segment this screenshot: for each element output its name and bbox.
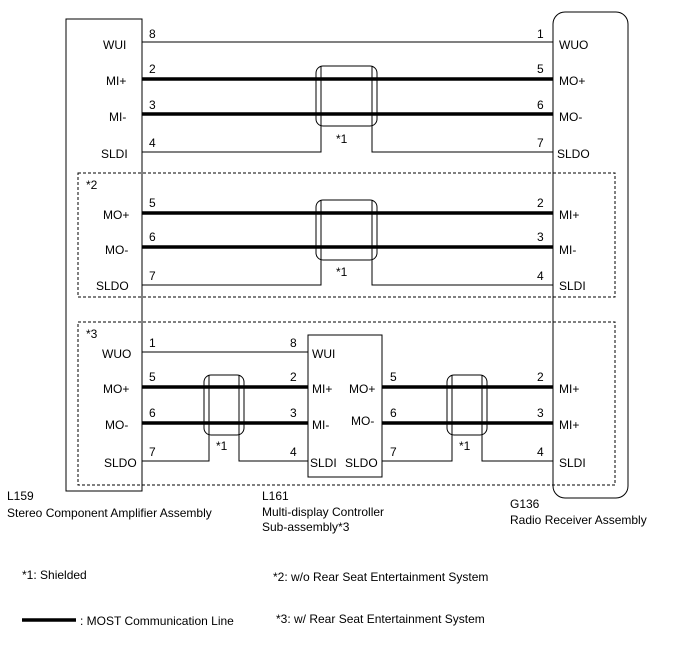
s3-ctrl-signal-wui: WUI [312,347,335,361]
s3r-pin-7: 7 [390,445,397,459]
controller-name-line2: Sub-assembly*3 [262,520,350,534]
receiver-name: Radio Receiver Assembly [510,513,647,527]
top-pin-5: 5 [537,62,544,76]
s3r-signal-sldi: SLDI [559,456,586,470]
amplifier-box [65,18,143,492]
top-pin-2: 2 [149,62,156,76]
s2-signal-mi-minus: MI- [559,243,576,257]
controller-id: L161 [262,489,289,503]
s3-signal-mo-minus: MO- [105,418,128,432]
s2-pin-7: 7 [149,269,156,283]
s2-signal-sldi: SLDI [559,279,586,293]
s3r-pin-4: 4 [537,445,544,459]
s3r-ctrl-signal-mo-minus: MO- [351,414,374,428]
top-signal-wui: WUI [103,38,126,52]
top-pin-7: 7 [537,136,544,150]
shield-top [315,65,378,127]
s3-pin-8: 8 [290,336,297,350]
without-rse-group [77,172,616,298]
s2-shield-label: *1 [336,265,348,279]
wire2-sldo-sldi-left [142,260,322,286]
wire2-sldo-sldi-right [371,260,553,286]
legend-shielded: *1: Shielded [22,568,87,582]
with-rse-tag: *3 [86,327,98,341]
s3-pin-1: 1 [149,336,156,350]
top-pin-8: 8 [149,27,156,41]
legend-with-rse: *3: w/ Rear Seat Entertainment System [276,612,485,626]
s3-shield-label-left: *1 [216,439,228,453]
wire3-sldo-left [142,435,210,462]
wire3r-sldo-left [382,435,453,462]
s2-signal-sldo: SLDO [96,279,129,293]
s3-ctrl-signal-sldi: SLDI [310,456,337,470]
wire-sldi-sldo-right [371,126,553,153]
top-pin-4: 4 [149,136,156,150]
top-signal-wuo: WUO [559,38,588,52]
receiver-id: G136 [510,497,540,511]
s3r-pin-5: 5 [390,370,397,384]
s2-pin-5: 5 [149,196,156,210]
top-pin-6: 6 [537,98,544,112]
legend-most-line: : MOST Communication Line [80,614,234,628]
controller-box [307,334,383,478]
s3-ctrl-signal-mi-minus: MI- [312,418,329,432]
top-signal-mo-minus: MO- [559,110,582,124]
s3r-pin-3: 3 [537,406,544,420]
s3r-signal-mi-plus: MI+ [559,382,579,396]
s3-signal-wuo: WUO [102,347,131,361]
wire-sldi-sldo [142,126,322,153]
wire3r-sldo-right [481,435,553,462]
amplifier-name: Stereo Component Amplifier Assembly [7,506,212,520]
shield-with-rse-left [203,374,245,436]
top-pin-3: 3 [149,98,156,112]
without-rse-tag: *2 [86,178,98,192]
top-signal-sldo: SLDO [557,147,590,161]
s3r-signal-mi-plus-2: MI+ [559,418,579,432]
s3r-ctrl-signal-mo-plus: MO+ [349,382,375,396]
s3-pin-4: 4 [290,445,297,459]
s2-pin-2: 2 [537,196,544,210]
s3-pin-5: 5 [149,370,156,384]
top-signal-mo-plus: MO+ [559,74,585,88]
s3r-pin-6: 6 [390,406,397,420]
top-signal-mi-plus: MI+ [106,74,126,88]
s3-signal-mo-plus: MO+ [103,382,129,396]
top-signal-mi-minus: MI- [109,110,126,124]
s2-pin-3: 3 [537,230,544,244]
top-pin-1: 1 [537,27,544,41]
s2-signal-mo-plus: MO+ [103,208,129,222]
top-shield-label: *1 [336,132,348,146]
s2-signal-mi-plus: MI+ [559,208,579,222]
s2-pin-6: 6 [149,230,156,244]
s3r-pin-2: 2 [537,370,544,384]
controller-name-line1: Multi-display Controller [262,505,384,519]
s3-ctrl-signal-mi-plus: MI+ [312,382,332,396]
amplifier-id: L159 [7,489,34,503]
shield-with-rse-right [446,374,488,436]
shield-without-rse [315,199,378,261]
s3-pin-2: 2 [290,370,297,384]
receiver-box [552,11,629,499]
s3r-ctrl-signal-sldo: SLDO [345,456,378,470]
s3-signal-sldo: SLDO [104,456,137,470]
s3-pin-6: 6 [149,406,156,420]
s3-shield-label-right: *1 [459,439,471,453]
wire3-sldo-right [238,435,308,462]
s3-pin-3: 3 [290,406,297,420]
s3-pin-7: 7 [149,445,156,459]
s2-pin-4: 4 [537,269,544,283]
s2-signal-mo-minus: MO- [105,243,128,257]
top-signal-sldi: SLDI [101,147,128,161]
legend-without-rse: *2: w/o Rear Seat Entertainment System [273,570,488,584]
